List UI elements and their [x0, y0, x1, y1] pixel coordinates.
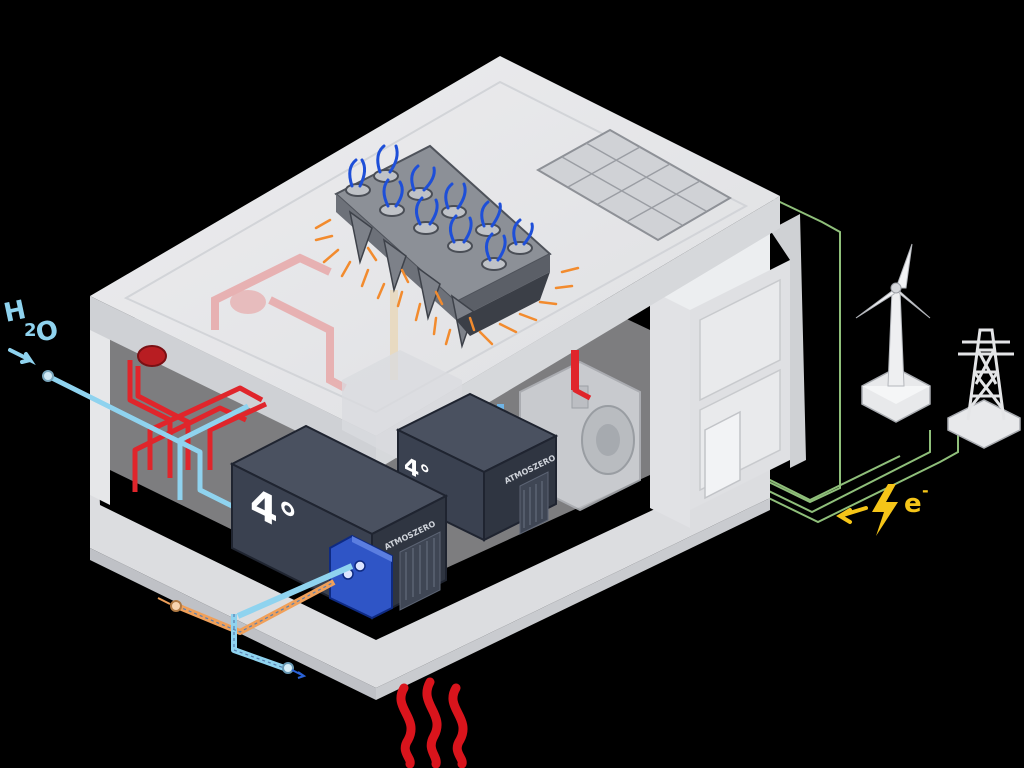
solar-panel-icon	[535, 128, 733, 242]
wind-turbine-icon	[855, 243, 931, 423]
facade-panel-upper	[699, 278, 781, 402]
base-edge-right	[376, 498, 770, 700]
roof-rim	[123, 80, 749, 414]
heat-rejection-icon	[314, 218, 580, 346]
roof-pipes-faded	[211, 253, 347, 392]
circulation-pump	[137, 345, 167, 367]
water-arrow-icon	[8, 348, 36, 366]
heat-pump-unit-small: ATMOSZERO 4°	[395, 392, 559, 542]
vertical-pipe	[390, 290, 398, 380]
right-pillar	[650, 290, 690, 528]
hot-water-pipes	[127, 352, 592, 492]
water-input-label: H 2 O	[1, 295, 61, 366]
water-label-sub: 2	[24, 320, 37, 341]
electron-label: e	[904, 489, 922, 519]
power-pylon-icon	[947, 328, 1021, 449]
airflow-icon	[348, 144, 534, 262]
electric-arrow-icon	[836, 506, 868, 524]
hot-riser	[571, 350, 579, 390]
lightning-icon	[872, 484, 898, 536]
plate-heat-exchanger	[329, 534, 393, 620]
electron-charge: -	[922, 481, 929, 500]
flow-arrow-cold	[291, 669, 307, 679]
electricity-label: e -	[836, 481, 929, 536]
right-wall-edge	[770, 214, 806, 468]
cooler-underside	[456, 272, 550, 336]
dry-cooler-array	[314, 144, 580, 349]
roof-pump-faded	[230, 290, 266, 314]
water-inlet	[42, 370, 54, 382]
pipe-end-cold	[282, 662, 294, 674]
steam-icon	[396, 677, 468, 768]
building-base	[90, 300, 770, 688]
water-label-o: O	[33, 315, 61, 349]
flow-arrow-hot	[157, 597, 171, 605]
pipe-end-hot	[170, 600, 182, 612]
cooler-side-right	[456, 254, 550, 320]
door	[704, 410, 741, 500]
